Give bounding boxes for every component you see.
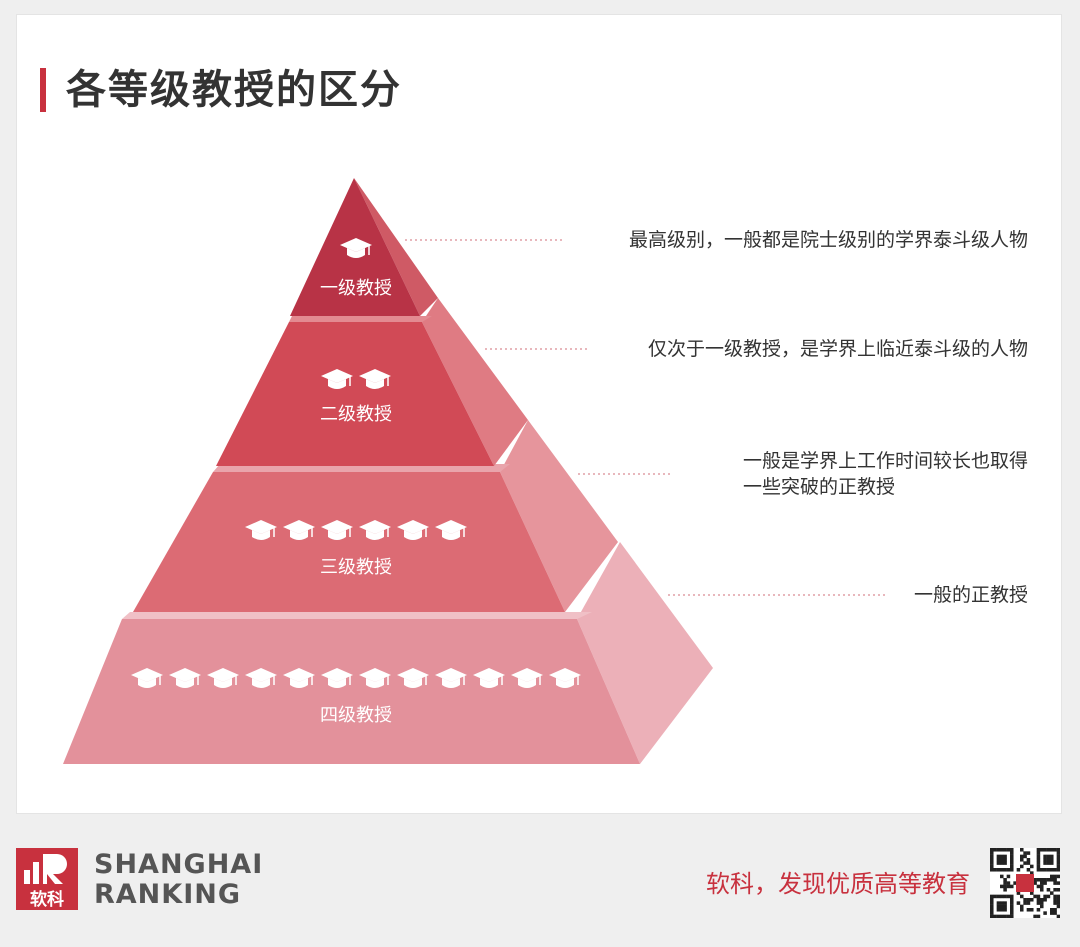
graduation-cap-icon bbox=[359, 520, 391, 540]
graduation-cap-icon bbox=[245, 520, 277, 540]
graduation-cap-icon bbox=[359, 369, 391, 389]
tier-4-side bbox=[577, 542, 713, 764]
brand-line-1: SHANGHAI bbox=[94, 849, 264, 880]
tier-1-description: 最高级别，一般都是院士级别的学界泰斗级人物 bbox=[629, 227, 1028, 253]
graduation-cap-icon bbox=[131, 668, 163, 688]
graduation-cap-icon bbox=[549, 668, 581, 688]
graduation-cap-icon bbox=[435, 520, 467, 540]
logo-mark-icon: 软科 bbox=[24, 854, 67, 910]
tier-3-label: 三级教授 bbox=[320, 557, 392, 578]
graduation-cap-icon bbox=[283, 668, 315, 688]
shanghai-ranking-logo: 软科 bbox=[16, 848, 78, 910]
tier-3-description: 一般是学界上工作时间较长也取得 一些突破的正教授 bbox=[743, 448, 1028, 500]
tier-2-side bbox=[422, 298, 528, 466]
tier-1-label: 一级教授 bbox=[320, 278, 392, 299]
graduation-cap-icon bbox=[207, 668, 239, 688]
slogan: 软科，发现优质高等教育 bbox=[706, 870, 970, 898]
graduation-cap-icon bbox=[511, 668, 543, 688]
brand-name: SHANGHAI RANKING bbox=[94, 850, 263, 910]
tier-4-front bbox=[63, 619, 640, 764]
graduation-cap-icon bbox=[283, 520, 315, 540]
tier-2-top bbox=[289, 316, 432, 322]
qr-code-icon bbox=[990, 848, 1061, 919]
tier-4-description: 一般的正教授 bbox=[914, 582, 1028, 608]
tier-1-side bbox=[354, 178, 438, 316]
tier-4-top bbox=[122, 612, 592, 619]
graduation-cap-icon bbox=[245, 668, 277, 688]
graduation-cap-icon bbox=[340, 238, 372, 258]
tier-4-label: 四级教授 bbox=[320, 705, 392, 726]
tier-2-description: 仅次于一级教授，是学界上临近泰斗级的人物 bbox=[648, 336, 1028, 362]
graduation-cap-icon bbox=[397, 520, 429, 540]
tier-2-label: 二级教授 bbox=[320, 404, 392, 425]
tier-3-side bbox=[500, 420, 618, 612]
page-title: 各等级教授的区分 bbox=[66, 67, 402, 113]
logo-text: 软科 bbox=[30, 889, 64, 910]
graduation-cap-icon bbox=[169, 668, 201, 688]
qr-code-graphic bbox=[990, 848, 1061, 919]
graduation-cap-icon bbox=[321, 369, 353, 389]
title-accent-bar bbox=[40, 68, 46, 112]
tier-2-description-line: 仅次于一级教授，是学界上临近泰斗级的人物 bbox=[647, 338, 1028, 360]
graduation-cap-icon bbox=[321, 520, 353, 540]
tier-4-description-line: 一般的正教授 bbox=[913, 584, 1028, 606]
graduation-cap-icon bbox=[359, 668, 391, 688]
tier-3-front bbox=[133, 472, 565, 612]
graduation-cap-icon bbox=[321, 668, 353, 688]
graduation-cap-icon bbox=[397, 668, 429, 688]
tier-3-description-line-2: 一些突破的正教授 bbox=[742, 476, 895, 498]
tier-1-description-line: 最高级别，一般都是院士级别的学界泰斗级人物 bbox=[628, 229, 1028, 251]
graduation-caps-layer bbox=[131, 238, 581, 688]
graduation-cap-icon bbox=[473, 668, 505, 688]
tier-2-front bbox=[216, 322, 494, 466]
graduation-cap-icon bbox=[435, 668, 467, 688]
brand-line-2: RANKING bbox=[94, 879, 242, 910]
tier-3-description-line-1: 一般是学界上工作时间较长也取得 bbox=[742, 450, 1028, 472]
